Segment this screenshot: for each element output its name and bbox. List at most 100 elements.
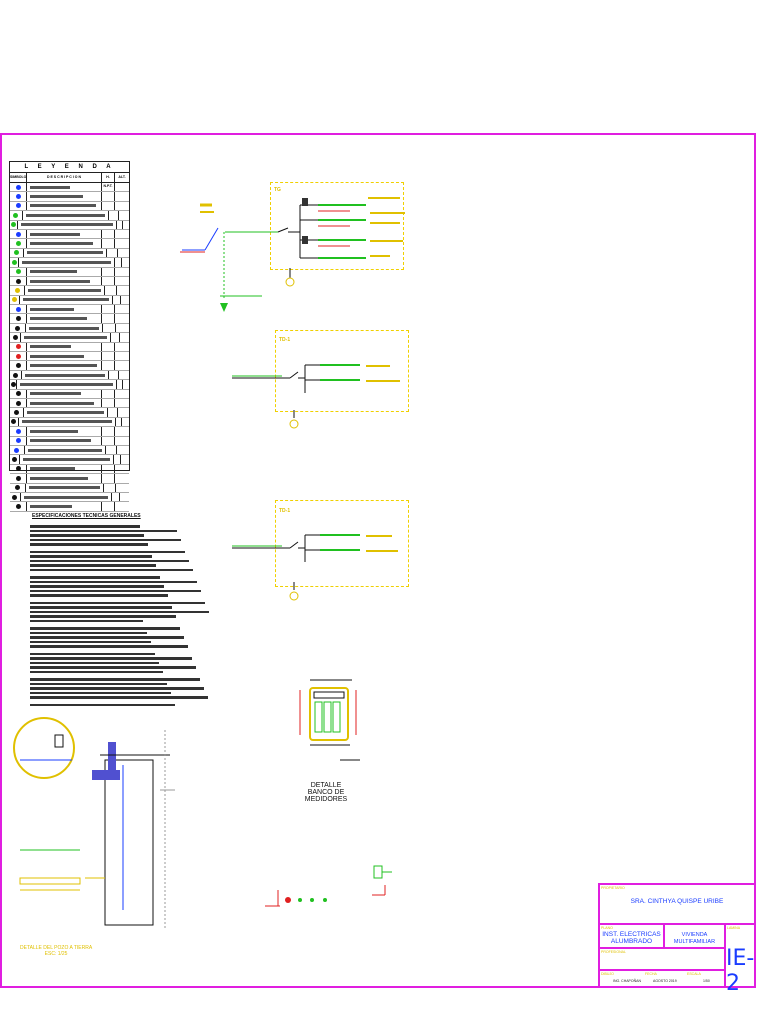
engineer-label: PROFESIONAL bbox=[601, 950, 626, 954]
legend-row bbox=[10, 483, 129, 493]
legend-row bbox=[10, 305, 129, 315]
legend-row bbox=[10, 183, 129, 193]
owner-cell bbox=[599, 884, 755, 924]
legend-h-cell bbox=[101, 183, 114, 192]
legend-row bbox=[10, 417, 129, 428]
legend-desc-line bbox=[30, 317, 87, 321]
legend-h-cell bbox=[105, 248, 117, 258]
spec-lines bbox=[20, 525, 270, 706]
legend-col-symbol: SIMBOLO bbox=[10, 173, 27, 182]
legend-row bbox=[10, 220, 129, 230]
legend-row bbox=[10, 427, 129, 437]
spec-text-line bbox=[30, 661, 159, 664]
legend-h-cell bbox=[101, 267, 114, 276]
legend-symbol-icon bbox=[10, 248, 24, 258]
spec-text-line bbox=[30, 568, 193, 571]
legend-symbol-icon bbox=[10, 286, 26, 295]
spec-text-line bbox=[30, 538, 181, 541]
legend-h-cell bbox=[101, 464, 114, 474]
legend-symbol-icon bbox=[10, 483, 26, 492]
legend-h-cell bbox=[115, 220, 122, 229]
technical-specs: ESPECIFICACIONES TECNICAS GENERALES bbox=[20, 513, 270, 706]
spec-text-line bbox=[30, 678, 200, 681]
spec-text-line bbox=[30, 529, 177, 532]
panel-td2-box bbox=[275, 500, 409, 587]
legend-alt-cell bbox=[114, 201, 129, 211]
owner-label: PROPIETARIO bbox=[601, 886, 625, 890]
legend-h-cell bbox=[112, 455, 121, 464]
spec-text-line bbox=[30, 550, 185, 553]
legend-desc-line bbox=[26, 251, 103, 255]
legend-symbol-icon bbox=[10, 492, 21, 502]
legend-alt-cell bbox=[114, 192, 129, 201]
legend-desc-line bbox=[29, 326, 100, 330]
spec-text-line bbox=[30, 640, 151, 643]
legend-h-cell bbox=[101, 239, 114, 248]
meter-detail-line1: DETALLE bbox=[310, 782, 342, 789]
legend-desc-line bbox=[30, 364, 97, 368]
legend-row bbox=[10, 361, 129, 371]
legend-desc-line bbox=[30, 204, 96, 208]
plan-line2: ALUMBRADO bbox=[610, 938, 653, 945]
legend-symbol-icon bbox=[10, 211, 23, 220]
legend-alt-cell bbox=[114, 239, 129, 248]
legend-alt-cell bbox=[114, 436, 129, 445]
legend-alt-cell bbox=[114, 474, 129, 483]
legend-desc-line bbox=[22, 458, 110, 462]
legend-row bbox=[10, 474, 129, 484]
legend-desc-line bbox=[30, 439, 91, 443]
legend-col-desc: D E S C R I P C I O N bbox=[27, 173, 102, 182]
legend-desc-line bbox=[30, 429, 78, 433]
spec-text-line bbox=[30, 682, 167, 685]
legend-symbol-icon bbox=[10, 398, 27, 408]
legend-symbol-icon bbox=[10, 445, 25, 455]
legend-h-cell bbox=[101, 276, 114, 286]
legend-symbol-icon bbox=[10, 295, 21, 305]
spec-text-line bbox=[30, 670, 163, 673]
legend-desc-line bbox=[26, 411, 104, 415]
legend-row bbox=[10, 389, 129, 399]
legend-alt-cell bbox=[114, 314, 129, 323]
legend-rows bbox=[10, 183, 129, 512]
legend-desc-line bbox=[25, 213, 105, 217]
legend-alt-cell bbox=[114, 342, 129, 352]
legend-row bbox=[10, 258, 129, 268]
spec-text-line bbox=[30, 627, 180, 630]
meter-detail-line2: BANCO DE MEDIDORES bbox=[304, 789, 348, 803]
legend-desc-line bbox=[23, 298, 110, 302]
legend-row bbox=[10, 267, 129, 277]
project-cell bbox=[664, 924, 725, 948]
spec-text-line bbox=[30, 666, 196, 669]
legend-symbol-icon bbox=[10, 361, 27, 370]
legend-desc-line bbox=[30, 345, 71, 349]
legend-row bbox=[10, 380, 129, 390]
legend-symbol-icon bbox=[10, 323, 27, 333]
plan-cell bbox=[599, 924, 664, 948]
legend-h-cell bbox=[104, 286, 116, 295]
legend-alt-cell bbox=[122, 220, 129, 229]
legend-h-cell bbox=[104, 445, 116, 455]
legend-row bbox=[10, 192, 129, 202]
legend-alt-cell bbox=[114, 502, 129, 511]
spec-text-line bbox=[30, 703, 175, 706]
legend-row bbox=[10, 445, 129, 456]
legend-h-cell bbox=[101, 201, 114, 211]
legend-symbol-icon bbox=[10, 380, 18, 389]
legend-desc-line bbox=[20, 223, 113, 227]
ground-well-detail bbox=[13, 717, 175, 930]
spec-text-line bbox=[30, 657, 192, 660]
sheet-label: LAMINA bbox=[727, 926, 741, 930]
panel-td1-label: TD-1 bbox=[279, 337, 291, 343]
legend-symbol-icon bbox=[10, 455, 20, 464]
spec-text-line bbox=[30, 615, 176, 618]
legend-desc-line bbox=[30, 279, 90, 283]
legend-alt-cell bbox=[114, 398, 129, 408]
legend-h-cell bbox=[110, 492, 119, 502]
legend-col-alt: ALT. bbox=[118, 175, 126, 179]
drawn-label: DIBUJO bbox=[601, 972, 614, 976]
legend-desc-line bbox=[30, 270, 77, 274]
spec-text-line bbox=[30, 619, 143, 622]
panel-tg-box bbox=[270, 182, 404, 270]
legend-desc-line bbox=[30, 354, 84, 358]
legend-symbol-icon bbox=[10, 427, 27, 436]
